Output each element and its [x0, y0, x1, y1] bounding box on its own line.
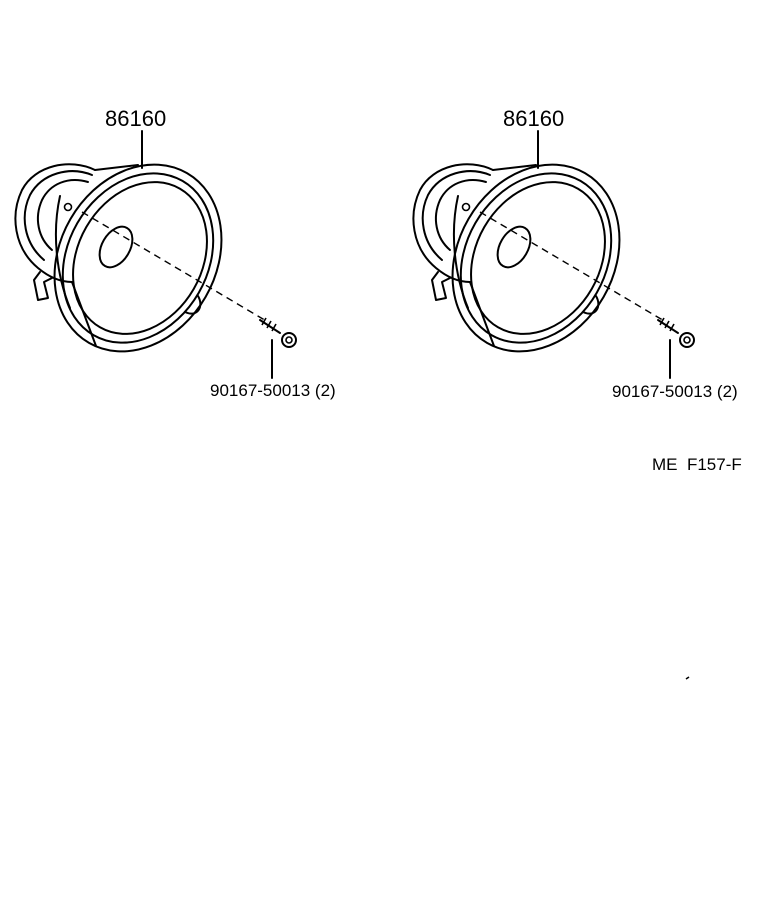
speaker-assembly-right: 86160 90167-50013 (2) [412, 106, 738, 401]
screw-icon [657, 317, 695, 379]
screw-icon [259, 317, 297, 379]
part-number-label: 86160 [503, 106, 564, 131]
screw-part-label: 90167-50013 (2) [612, 382, 738, 401]
stray-mark [685, 676, 690, 680]
speaker-assembly-left: 86160 90167-50013 (2) [14, 106, 336, 400]
speaker-icon [412, 133, 667, 383]
speaker-icon [14, 133, 270, 383]
part-number-label: 86160 [105, 106, 166, 131]
diagram-code: ME F157-F [652, 455, 742, 474]
screw-part-label: 90167-50013 (2) [210, 381, 336, 400]
